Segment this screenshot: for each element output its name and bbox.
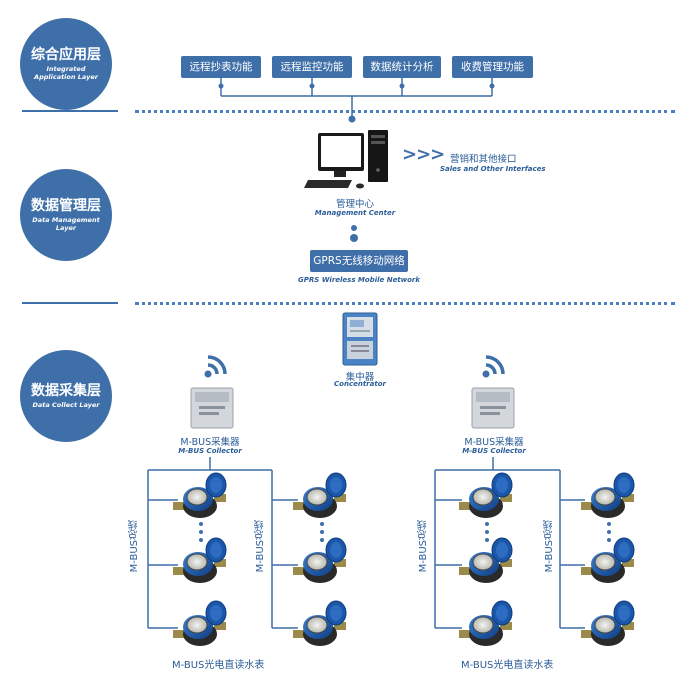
layer-subtitle: Data Management Layer (32, 216, 100, 232)
layer-subtitle: Integrated Application Layer (34, 65, 98, 81)
water-meter-icon (172, 600, 227, 647)
separator-solid-bottom (22, 302, 118, 304)
meters-label-left: M-BUS光电直读水表 (172, 660, 265, 671)
water-meter-icon (292, 537, 347, 584)
water-meter-icon (580, 472, 635, 519)
connector-dot-small (351, 225, 357, 231)
layer-subtitle: Data Collect Layer (32, 401, 100, 409)
sales-interface-label: 营销和其他接口 (450, 154, 517, 165)
water-meter-icon (172, 472, 227, 519)
gprs-network-box: GPRS无线移动网络 (310, 250, 408, 272)
collector-left-label-en: M-BUS Collector (178, 447, 242, 455)
wifi-icon-left (202, 355, 227, 380)
concentrator-label-en: Concentrator (334, 380, 386, 388)
computer-icon (304, 130, 388, 189)
management-center-label-en: Management Center (314, 209, 396, 217)
water-meter-icon (292, 472, 347, 519)
function-billing-management: 收费管理功能 (452, 56, 533, 78)
water-meter-icon (292, 600, 347, 647)
separator-dotted-top (135, 110, 675, 113)
layer-data-management: 数据管理层 Data Management Layer (20, 169, 112, 261)
layer-title: 数据管理层 (31, 198, 101, 214)
management-center-label: 管理中心 (335, 199, 374, 210)
function-remote-reading: 远程抄表功能 (181, 56, 261, 78)
water-meter-icon (458, 472, 513, 519)
gprs-network-label-en: GPRS Wireless Mobile Network (297, 276, 421, 284)
sales-interface-label-en: Sales and Other Interfaces (440, 165, 546, 173)
water-meter-icon (172, 537, 227, 584)
collector-right-label-en: M-BUS Collector (462, 447, 526, 455)
water-meter-icon (458, 537, 513, 584)
wifi-icon-right (480, 355, 505, 380)
collector-right-label: M-BUS采集器 (464, 437, 524, 448)
sales-arrows-icon: >>> (402, 144, 445, 165)
separator-solid-top (22, 110, 118, 112)
function-data-statistics: 数据统计分析 (363, 56, 441, 78)
ellipsis-dots (199, 522, 611, 542)
concentrator-label: 集中器 (345, 372, 375, 383)
bus-lines-left (147, 457, 298, 629)
layer-integrated-application: 综合应用层 Integrated Application Layer (20, 18, 112, 110)
collector-left-label: M-BUS采集器 (180, 437, 240, 448)
collector-left-icon (190, 387, 234, 429)
function-remote-monitoring: 远程监控功能 (272, 56, 352, 78)
concentrator-icon (342, 312, 378, 366)
water-meter-icon (458, 600, 513, 647)
layer-data-collect: 数据采集层 Data Collect Layer (20, 350, 112, 442)
collector-right-icon (471, 387, 515, 429)
function-connectors (218, 78, 495, 123)
connector-dot-large (350, 234, 358, 242)
meters-label-right: M-BUS光电直读水表 (461, 660, 554, 671)
bus-lines-right (434, 457, 585, 629)
separator-dotted-bottom (135, 302, 675, 305)
layer-title: 数据采集层 (31, 383, 101, 399)
layer-title: 综合应用层 (31, 47, 101, 63)
water-meter-icon (580, 537, 635, 584)
water-meter-icon (580, 600, 635, 647)
